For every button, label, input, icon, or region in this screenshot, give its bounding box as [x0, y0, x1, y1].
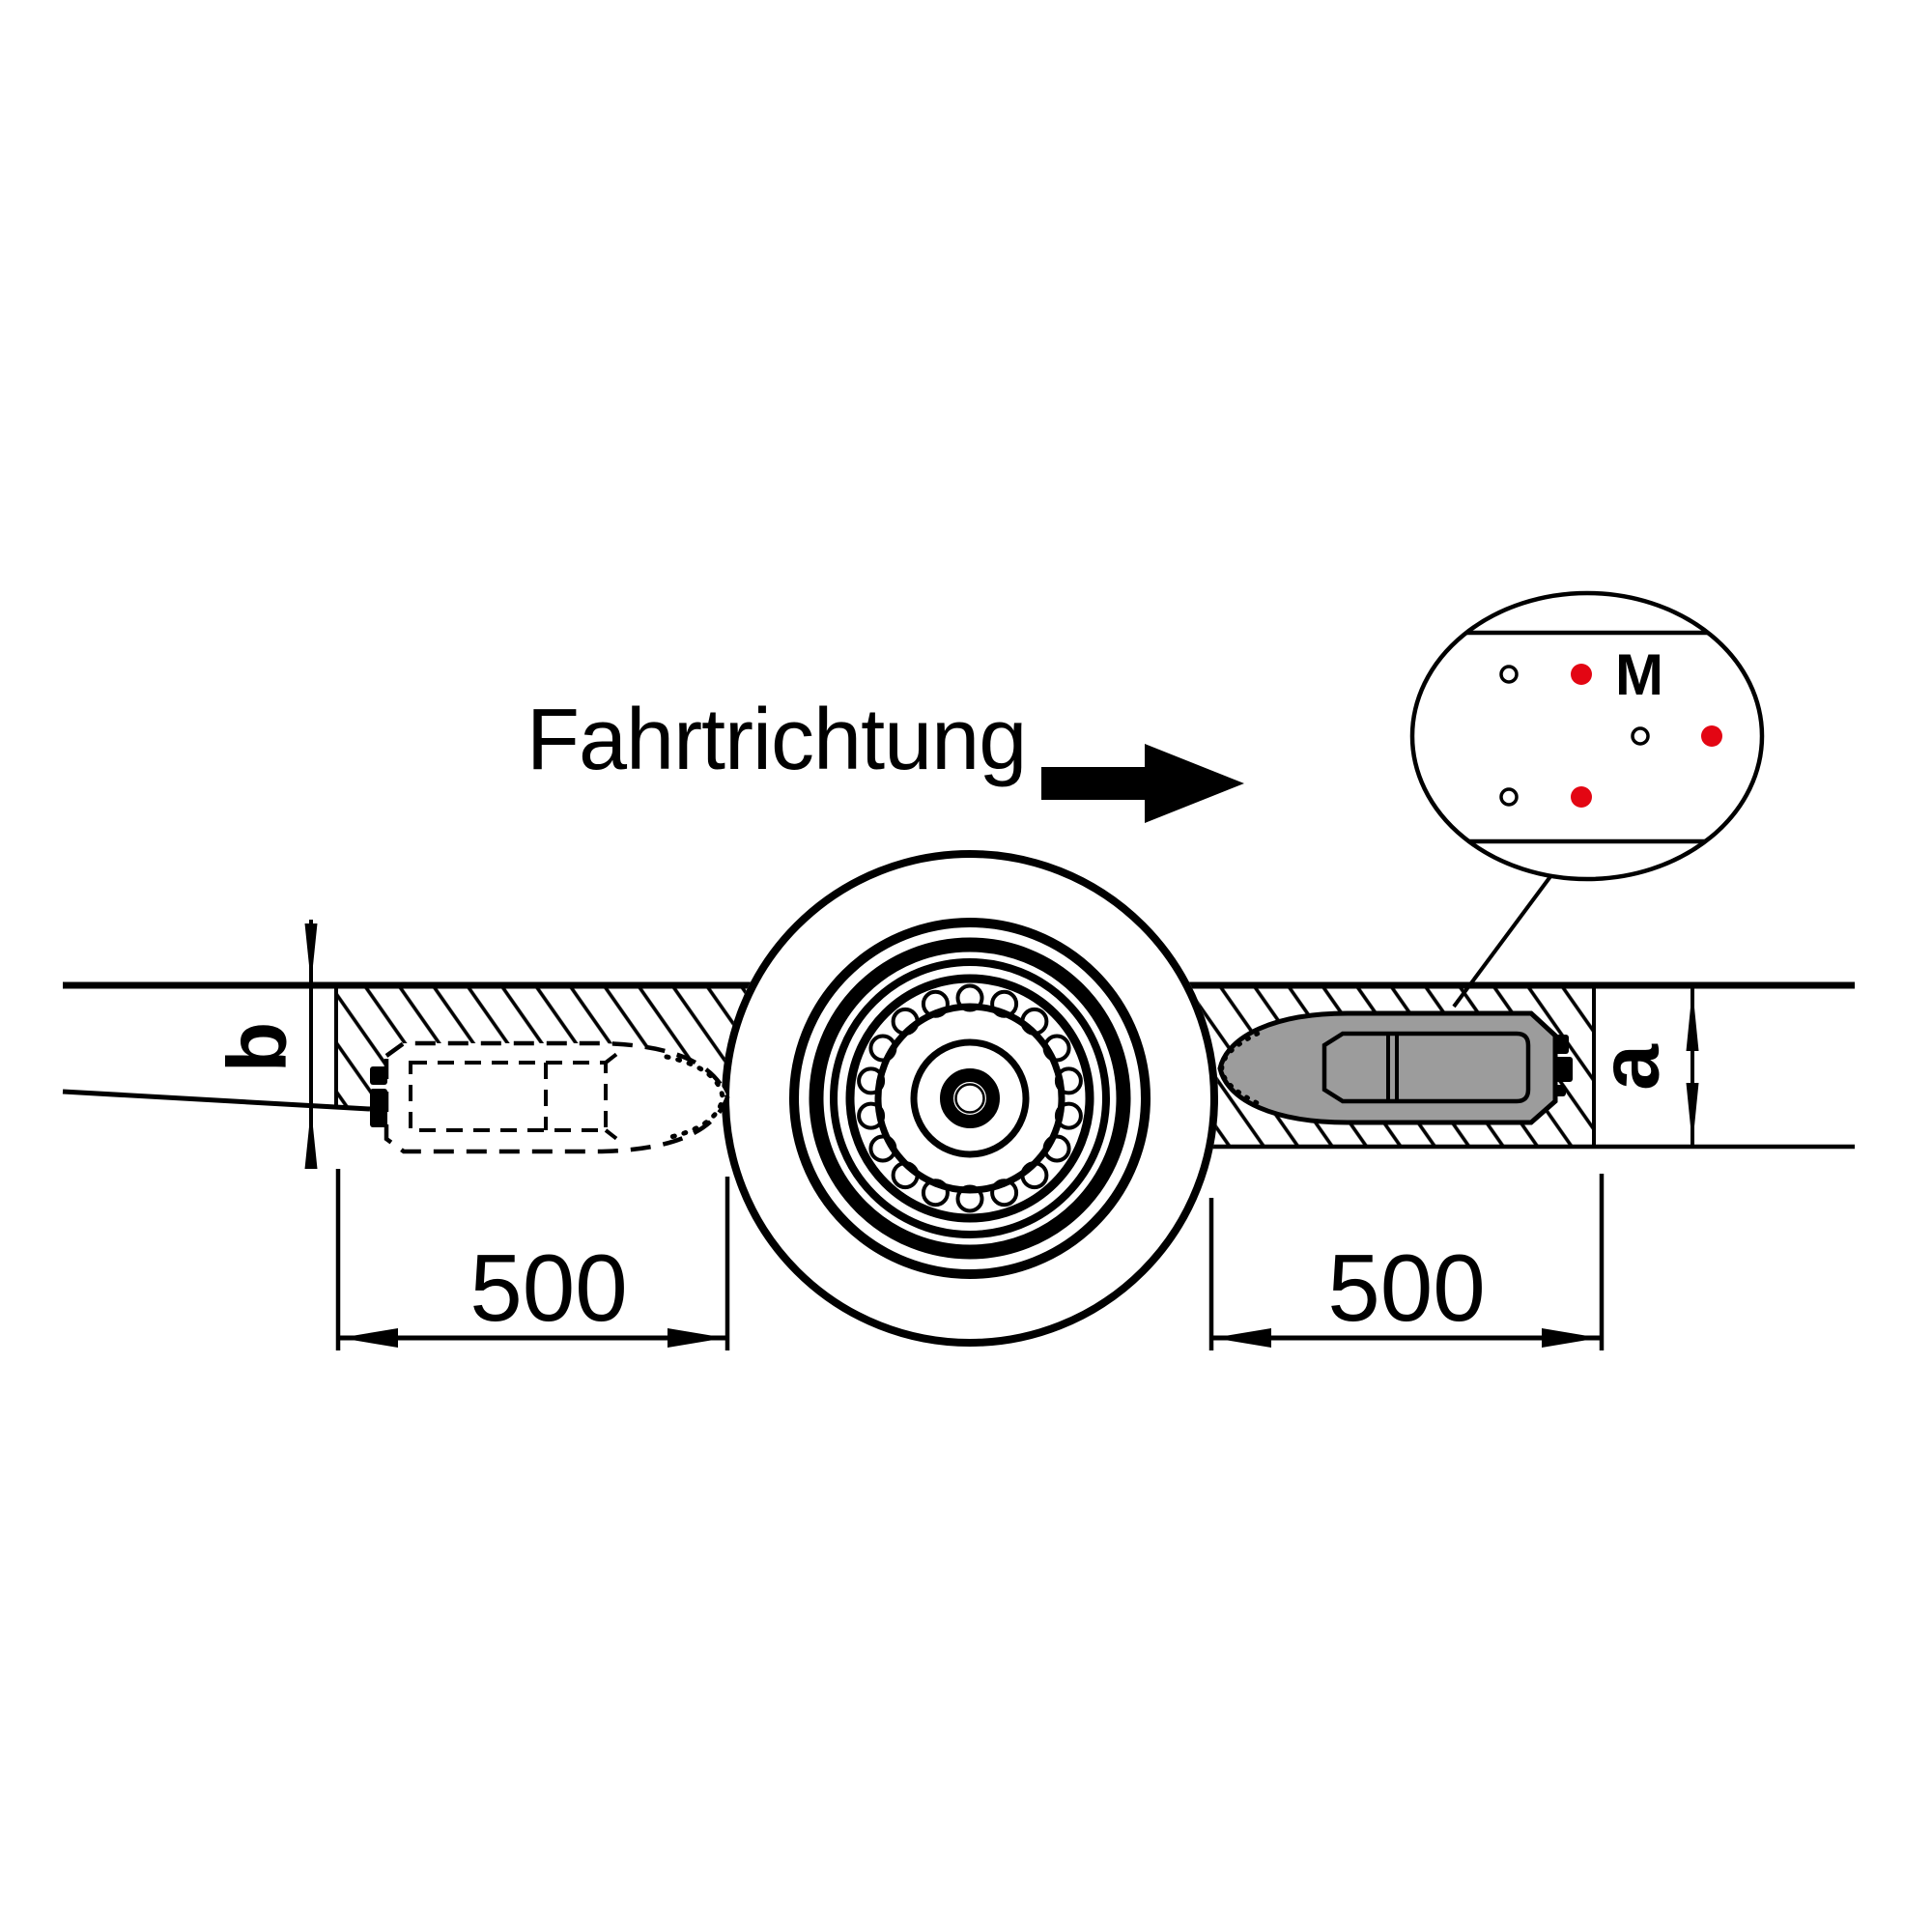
sensor-left-connector-top	[370, 1066, 387, 1085]
direction-label: Fahrtrichtung	[526, 692, 1026, 788]
detail-open-dot-3	[1499, 787, 1519, 807]
detail-balloon: M	[1409, 590, 1765, 1009]
direction-indicator: Fahrtrichtung	[526, 692, 1244, 823]
sensor-left-inner-chamfer-bottom	[604, 1128, 625, 1146]
detail-red-dot-1	[1571, 664, 1592, 685]
dim-b-arrow-bottom	[304, 1108, 318, 1169]
detail-marker-label: M	[1615, 642, 1663, 707]
sensor-right-connector-bottom	[1553, 1085, 1566, 1096]
sensor-left-inner-chamfer-top	[604, 1047, 625, 1065]
wheel-ring-5	[845, 974, 1094, 1223]
detail-red-dot-2	[1701, 725, 1722, 747]
dim-500-right-arrow-left	[1213, 1328, 1271, 1348]
detail-leader-line	[1452, 873, 1553, 1009]
dim-b-arrow-top	[304, 923, 318, 984]
axle-bore	[954, 1083, 985, 1114]
sensor-right-serration-dots	[1219, 1031, 1261, 1106]
wheel	[722, 850, 1218, 1347]
dimension-a: a	[1584, 988, 1699, 1146]
wheel-tread-circle	[789, 918, 1151, 1279]
dimension-500-left: 500	[335, 1169, 730, 1350]
dim-a-label: a	[1584, 1043, 1677, 1091]
dimension-500-right: 500	[1208, 1174, 1605, 1350]
dim-b-label: b	[212, 1022, 304, 1073]
dimension-b: b	[212, 920, 318, 1169]
axle-ring	[940, 1068, 1000, 1128]
sensor-right-inner-panel	[1321, 1031, 1531, 1104]
sensor-left-outline	[384, 1040, 730, 1154]
wheel-hub-flange	[874, 1003, 1065, 1194]
detail-open-dot-2	[1631, 726, 1650, 746]
dim-500-left-arrow-right	[668, 1328, 725, 1348]
sensor-left-connector-bottom	[370, 1089, 387, 1127]
direction-right-arrow-icon	[1041, 744, 1244, 823]
dim-500-left-arrow-left	[340, 1328, 398, 1348]
dim-a-arrow-top	[1686, 988, 1699, 1051]
sensor-right	[1217, 1010, 1573, 1125]
wheel-ring-4	[830, 958, 1110, 1238]
wheel-rim-thick-ring	[809, 937, 1131, 1260]
dim-500-left-value: 500	[469, 1235, 628, 1341]
cable-line-left	[62, 1089, 371, 1112]
dim-a-arrow-bottom	[1686, 1083, 1699, 1146]
detail-circle	[1409, 590, 1765, 882]
detail-open-dot-1	[1499, 665, 1519, 684]
sensor-right-connector-middle	[1555, 1057, 1573, 1082]
dim-500-right-value: 500	[1327, 1235, 1486, 1341]
sensor-left-serration-dots	[664, 1054, 725, 1141]
wheel-hub-circle	[910, 1038, 1030, 1158]
detail-red-dot-3	[1571, 786, 1592, 808]
sensor-right-connector-top	[1553, 1035, 1569, 1054]
sensor-left-dashed	[370, 1040, 730, 1154]
dim-500-right-arrow-right	[1542, 1328, 1600, 1348]
